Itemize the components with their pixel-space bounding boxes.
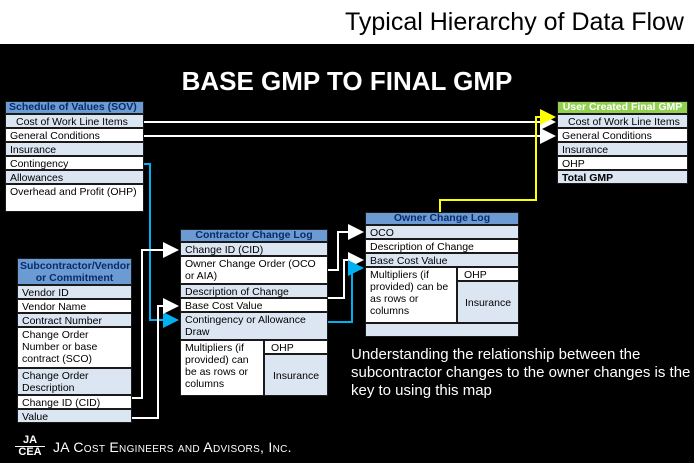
- ocl-ohp-cell: OHP: [457, 267, 519, 281]
- arrow-contingency-to-owner: [328, 260, 364, 323]
- ocl-multipliers-note: Multipliers (if provided) can be as rows…: [365, 267, 457, 323]
- arrow-oco: [328, 224, 364, 271]
- ccl-header: Contractor Change Log: [180, 229, 328, 242]
- final-row-ohp: OHP: [557, 156, 688, 170]
- final-gmp-header: User Created Final GMP: [557, 101, 688, 114]
- final-gmp-table: User Created Final GMP Cost of Work Line…: [557, 101, 688, 184]
- sov-header: Schedule of Values (SOV): [5, 101, 144, 114]
- ccl-multipliers-block: Multipliers (if provided) can be as rows…: [180, 340, 328, 396]
- sub-row-change-id: Change ID (CID): [17, 395, 132, 409]
- ccl-row-owner-change-order: Owner Change Order (OCO or AIA): [180, 256, 328, 284]
- arrow-value: [132, 298, 179, 419]
- arrow-base-cost: [328, 252, 364, 299]
- sov-row-insurance: Insurance: [5, 142, 144, 156]
- ocl-row-description: Description of Change: [365, 239, 519, 253]
- sov-row-ohp: Overhead and Profit (OHP): [5, 184, 144, 212]
- main-title: BASE GMP TO FINAL GMP: [181, 66, 513, 96]
- ccl-row-change-id: Change ID (CID): [180, 242, 328, 256]
- ccl-row-description: Description of Change: [180, 284, 328, 298]
- ccl-multipliers-note: Multipliers (if provided) can be as rows…: [180, 340, 264, 396]
- ccl-row-base-cost-value: Base Cost Value: [180, 298, 328, 312]
- sub-row-change-order-number: Change Order Number or base contract (SC…: [17, 327, 132, 368]
- subcontractor-header: Subcontractor/Vendor or Commitment: [17, 258, 132, 285]
- ccl-ohp-cell: OHP: [264, 340, 328, 354]
- subcontractor-table: Subcontractor/Vendor or Commitment Vendo…: [17, 258, 132, 423]
- ccl-row-contingency-draw: Contingency or Allowance Draw: [180, 312, 328, 340]
- sov-row-allowances: Allowances: [5, 170, 144, 184]
- sub-row-vendor-name: Vendor Name: [17, 299, 132, 313]
- final-row-cost-of-work: Cost of Work Line Items: [557, 114, 688, 128]
- ocl-insurance-cell: Insurance: [457, 281, 519, 323]
- sub-row-change-order-description: Change Order Description: [17, 368, 132, 395]
- title-banner: Typical Hierarchy of Data Flow: [0, 0, 694, 46]
- arrow-owner-to-final: [439, 109, 556, 212]
- sov-table: Schedule of Values (SOV) Cost of Work Li…: [5, 101, 144, 212]
- logo-bottom-text: CEA: [18, 446, 42, 458]
- sub-row-contract-number: Contract Number: [17, 313, 132, 327]
- sov-row-cost-of-work: Cost of Work Line Items: [5, 114, 144, 128]
- owner-change-log-table: Owner Change Log OCO Description of Chan…: [365, 212, 519, 337]
- ocl-row-oco: OCO: [365, 225, 519, 239]
- ccl-insurance-cell: Insurance: [264, 354, 328, 396]
- arrow-contingency: [144, 163, 179, 328]
- sov-row-general-conditions: General Conditions: [5, 128, 144, 142]
- ocl-insurance-label: Insurance: [464, 297, 512, 309]
- ocl-multipliers-block: Multipliers (if provided) can be as rows…: [365, 267, 519, 323]
- sub-row-value: Value: [17, 409, 132, 423]
- explanation-note: Understanding the relationship between t…: [351, 346, 691, 399]
- ocl-empty-row: [365, 323, 519, 337]
- ccl-insurance-label: Insurance: [272, 370, 320, 382]
- banner-title: Typical Hierarchy of Data Flow: [344, 8, 684, 36]
- final-row-general-conditions: General Conditions: [557, 128, 688, 142]
- ocl-header: Owner Change Log: [365, 212, 519, 225]
- final-row-insurance: Insurance: [557, 142, 688, 156]
- arrow-change-id: [132, 242, 179, 399]
- company-logo: JA CEA: [15, 435, 45, 458]
- final-row-total-gmp: Total GMP: [557, 170, 688, 184]
- company-name: JA Cost Engineers and Advisors, Inc.: [53, 439, 292, 455]
- sov-row-contingency: Contingency: [5, 156, 144, 170]
- sub-row-vendor-id: Vendor ID: [17, 285, 132, 299]
- logo-top-text: JA: [15, 435, 45, 447]
- contractor-change-log-table: Contractor Change Log Change ID (CID) Ow…: [180, 229, 328, 396]
- ocl-row-base-cost-value: Base Cost Value: [365, 253, 519, 267]
